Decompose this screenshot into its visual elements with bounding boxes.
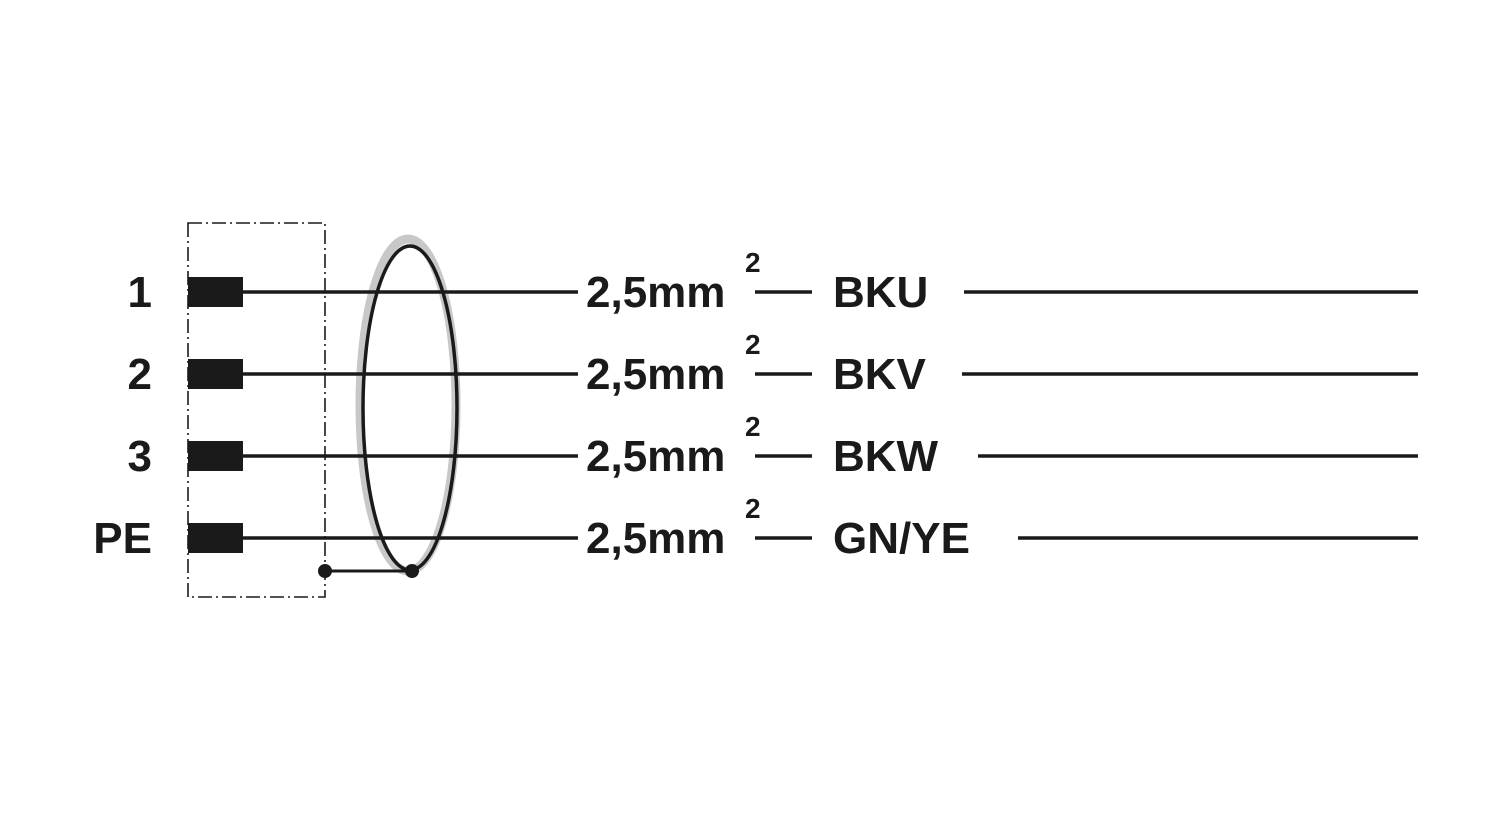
contact-block	[188, 277, 243, 307]
pin-label: 2	[128, 350, 152, 399]
connector-housing	[187, 222, 326, 598]
cross-section-label: 2,5mm	[586, 268, 725, 317]
contact-block	[188, 523, 243, 553]
cross-section-label: 2,5mm	[586, 514, 725, 563]
pin-label: PE	[93, 514, 152, 563]
cross-section-exponent: 2	[745, 493, 761, 524]
cable-shield	[361, 244, 459, 572]
pin-label: 3	[128, 432, 152, 481]
cross-section-label: 2,5mm	[586, 432, 725, 481]
color-code-label: BKU	[833, 268, 928, 317]
contact-block	[188, 359, 243, 389]
conductor-row: PE 2,5mm 2GN/YE	[93, 493, 1418, 563]
cross-section-exponent: 2	[745, 329, 761, 360]
cross-section-exponent: 2	[745, 411, 761, 442]
cross-section-exponent: 2	[745, 247, 761, 278]
color-code-label: BKW	[833, 432, 939, 481]
contact-block	[188, 441, 243, 471]
color-code-label: BKV	[833, 350, 927, 399]
shield-junction-dot	[405, 564, 419, 578]
pin-label: 1	[128, 268, 152, 317]
housing-junction-dot	[318, 564, 332, 578]
color-code-label: GN/YE	[833, 514, 970, 563]
cross-section-label: 2,5mm	[586, 350, 725, 399]
